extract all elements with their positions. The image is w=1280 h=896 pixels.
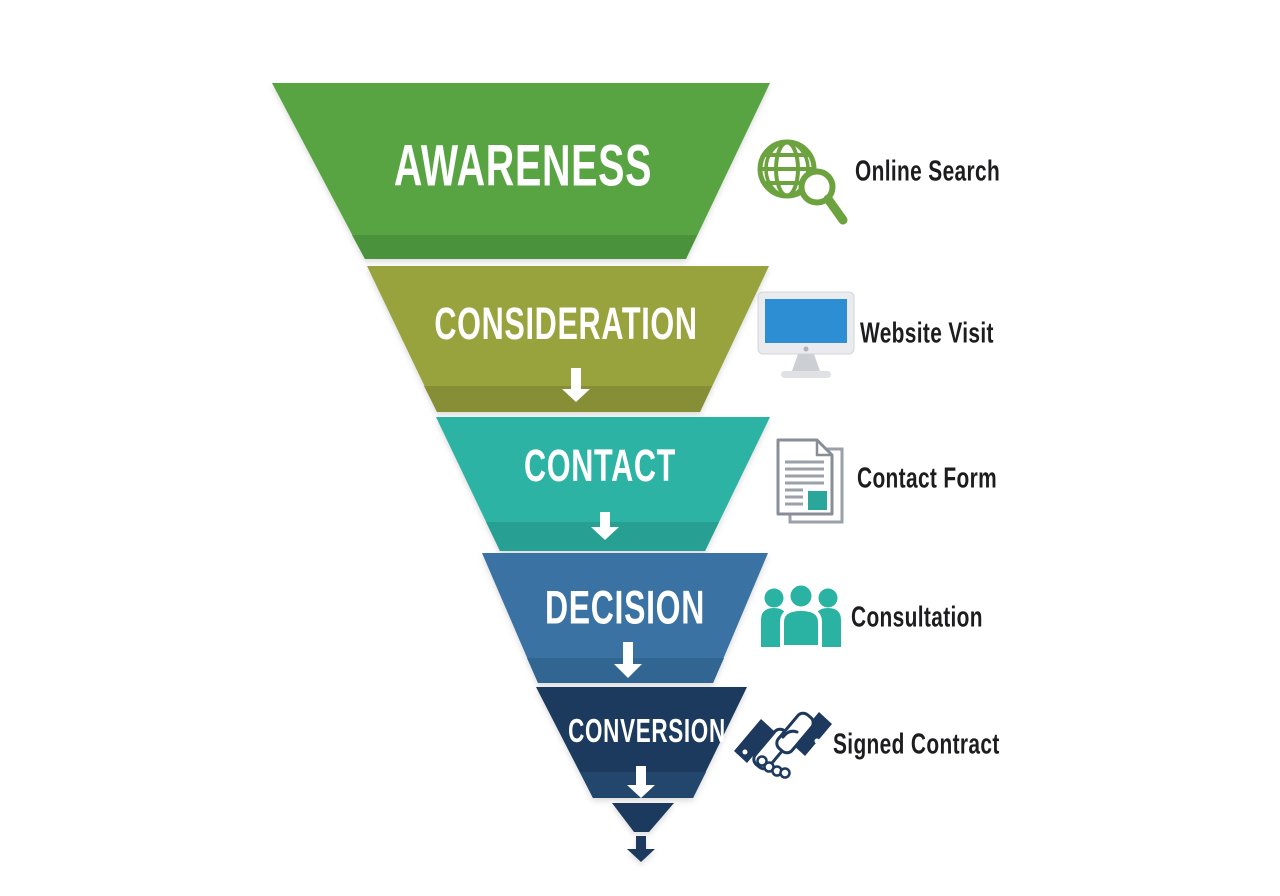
funnel-stage-awareness-shape (272, 83, 770, 259)
funnel-stage-decision (482, 553, 768, 683)
side-label-website-visit-text: Website Visit (860, 317, 994, 350)
stage-label-awareness: AWARENESS (333, 133, 713, 200)
funnel-stage-consideration-band (424, 386, 712, 412)
side-label-online-search-text: Online Search (855, 155, 1001, 188)
monitor-icon (757, 291, 855, 378)
stage-label-consideration: CONSIDERATION (372, 298, 759, 350)
funnel-stage-consideration-shape (367, 266, 769, 412)
funnel-stage-awareness (272, 83, 770, 259)
monitor-base (781, 371, 831, 378)
funnel-stage-contact (436, 417, 770, 551)
stage-label-conversion: CONVERSION (531, 712, 763, 750)
funnel-tip (612, 803, 674, 862)
down-arrow-icon (614, 642, 642, 678)
side-label-consultation: Consultation (851, 602, 1034, 635)
document-text-lines (785, 460, 824, 506)
stage-label-contact: CONTACT (488, 440, 712, 492)
people-icon (761, 581, 841, 649)
down-arrow-icon (627, 766, 655, 798)
handshake-icon (734, 711, 832, 779)
document-fold (815, 440, 832, 457)
funnel-exit-arrow-icon (627, 836, 655, 862)
globe-search-icon (757, 139, 848, 225)
side-label-contact-form-text: Contact Form (857, 462, 998, 495)
down-arrow-icon (562, 368, 590, 402)
side-label-signed-contract-text: Signed Contract (833, 728, 1000, 761)
funnel-stage-consideration (367, 266, 769, 412)
stage-label-consideration-text: CONSIDERATION (434, 298, 698, 349)
side-label-contact-form: Contact Form (857, 463, 1052, 496)
funnel-stage-conversion-shape (536, 687, 747, 798)
funnel-stage-conversion (536, 687, 747, 798)
stage-label-conversion-text: CONVERSION (568, 712, 726, 749)
magnifier-lens (798, 168, 836, 206)
stage-label-contact-text: CONTACT (523, 440, 677, 491)
magnifier-handle (823, 194, 848, 225)
side-label-online-search: Online Search (855, 156, 1057, 189)
stage-label-awareness-text: AWARENESS (393, 133, 653, 199)
handshake-right-sleeve (792, 712, 832, 756)
monitor-stand (792, 354, 820, 371)
down-arrow-icon (591, 512, 619, 540)
funnel-tip-shape (612, 803, 674, 832)
monitor-button (803, 346, 809, 352)
side-label-website-visit: Website Visit (860, 318, 1046, 351)
funnel-stage-decision-shape (482, 553, 768, 683)
document-accent-square (808, 491, 827, 510)
handshake-hands (752, 711, 815, 779)
funnel-stage-contact-shape (436, 417, 770, 551)
stage-label-decision-text: DECISION (545, 580, 705, 634)
side-label-signed-contract: Signed Contract (833, 729, 1064, 762)
stage-label-decision: DECISION (507, 580, 742, 635)
funnel-stage-awareness-band (352, 235, 697, 259)
document-icon (776, 438, 844, 524)
monitor-screen (765, 299, 847, 343)
side-label-consultation-text: Consultation (851, 601, 983, 634)
